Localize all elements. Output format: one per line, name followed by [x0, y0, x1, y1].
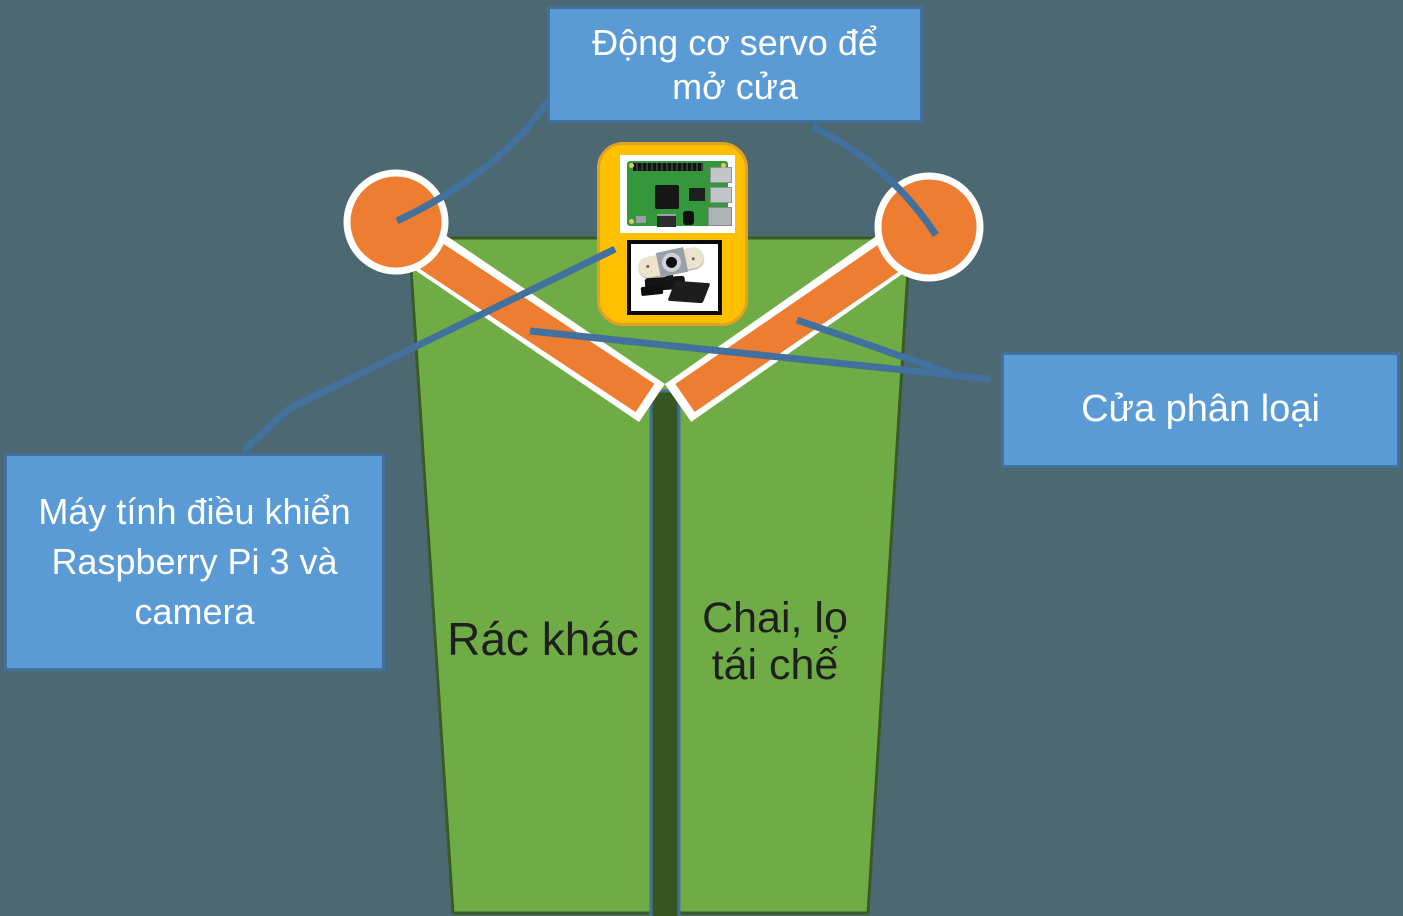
pi-mount-hole: [629, 219, 634, 224]
pi-board: [627, 161, 732, 227]
webcam-mic-hole: [646, 264, 650, 269]
callout-text: mở cửa: [672, 65, 798, 107]
callout-raspberry-pi-computer: Máy tính điều khiển Raspberry Pi 3 và ca…: [4, 453, 385, 671]
callout-text: camera: [134, 590, 255, 632]
bin-label-other-trash: Rác khác: [393, 612, 693, 667]
callout-text: Máy tính điều khiển: [38, 491, 351, 533]
callout-sorting-door: Cửa phân loại: [1001, 352, 1400, 468]
webcam-body: [636, 245, 706, 280]
bin-label-text: Chai, lọ: [702, 594, 848, 642]
webcam-clip-arm: [667, 280, 711, 304]
pi-av-jack: [683, 211, 694, 225]
bin-label-text: tái chế: [711, 641, 839, 690]
pi-usb-port: [710, 187, 732, 203]
pi-mount-hole: [629, 163, 634, 168]
pi-ethernet-port: [708, 207, 732, 226]
raspberry-pi-3-photo: [620, 155, 735, 233]
left-servo-motor: [343, 169, 449, 275]
pi-usb-port: [710, 167, 732, 183]
callout-text: Cửa phân loại: [1081, 388, 1320, 431]
controller-module-card: [597, 142, 748, 326]
callout-servo-motor: Động cơ servo để mở cửa: [547, 6, 923, 123]
right-servo-motor: [874, 172, 984, 282]
callout-text: Động cơ servo để: [592, 21, 878, 63]
pi-gpio-pins: [633, 163, 703, 171]
pi-soc-chip: [655, 185, 679, 209]
bin-divider: [649, 389, 681, 916]
callout-text: Raspberry Pi 3 và: [51, 541, 338, 583]
webcam-foot: [640, 284, 664, 297]
bin-label-text: Rác khác: [447, 613, 639, 665]
pi-ram-chip: [689, 188, 705, 201]
pi-micro-usb: [636, 216, 646, 223]
usb-webcam-photo: [627, 240, 722, 315]
webcam-mic-hole: [691, 257, 695, 261]
bin-label-recyclable: Chai, lọ tái chế: [625, 594, 925, 690]
pi-hdmi-port: [657, 214, 676, 227]
pi-mount-hole: [721, 163, 726, 168]
